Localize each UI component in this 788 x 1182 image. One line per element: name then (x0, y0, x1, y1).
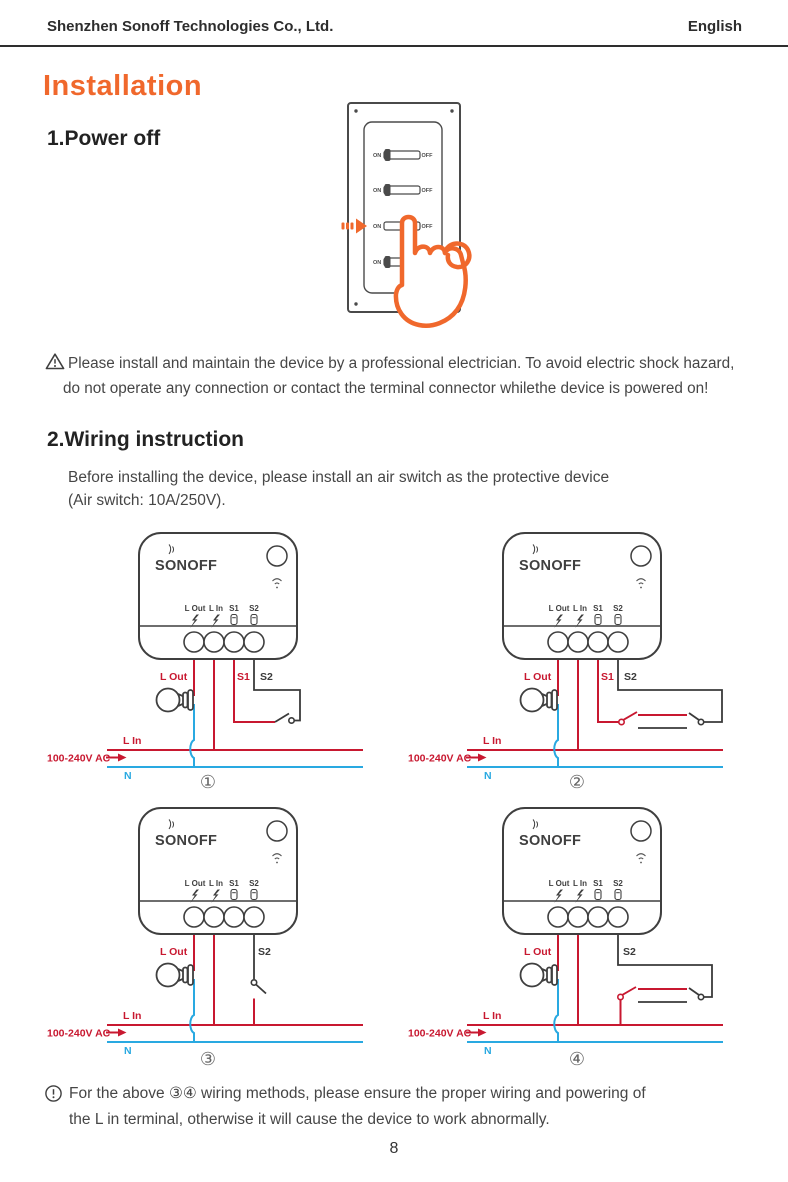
wiring-diagram-3: L Out S2 L In 100-240V AC N ③ (47, 807, 363, 1069)
svg-text:L In: L In (483, 1010, 501, 1022)
svg-text:L In: L In (123, 735, 141, 747)
pointing-hand-icon (393, 214, 472, 328)
diagram-labels: L Out S2 L In 100-240V AC N (47, 946, 271, 1057)
wiring-intro-line1: Before installing the device, please ins… (68, 469, 610, 486)
svg-text:OFF: OFF (422, 153, 434, 159)
svg-text:ON: ON (373, 188, 381, 194)
diagram-labels: L Out S1 S2 L In 100-240V AC N (47, 671, 273, 782)
svg-text:S2: S2 (623, 946, 636, 958)
screw-icon (354, 109, 358, 113)
header-divider (0, 45, 788, 47)
warning-text-line2: do not operate any connection or contact… (63, 380, 709, 397)
live-wires (466, 935, 723, 1034)
live-wires (106, 660, 363, 759)
svg-text:L In: L In (483, 735, 501, 747)
company-name: Shenzhen Sonoff Technologies Co., Ltd. (47, 18, 334, 35)
svg-text:100-240V AC: 100-240V AC (408, 1028, 472, 1040)
language-label: English (687, 18, 742, 35)
diagram-number: ① (200, 772, 216, 792)
wiring-diagram-1: SONOFF L Out L In S1 S2 (47, 532, 363, 792)
power-off-heading: 1.Power off (47, 127, 161, 150)
supply-arrow-icon (118, 753, 127, 762)
svg-text:L In: L In (123, 1010, 141, 1022)
wiring-intro-line2: (Air switch: 10A/250V). (68, 492, 226, 509)
page-title: Installation (43, 70, 203, 102)
supply-arrow-icon (478, 753, 487, 762)
svg-text:S2: S2 (260, 671, 273, 683)
svg-text:ON: ON (373, 260, 381, 266)
svg-text:L Out: L Out (524, 946, 552, 958)
breaker-knob (384, 256, 391, 268)
supply-arrow-icon (118, 1028, 127, 1037)
wiring-diagram-2: L Out S1 S2 L In 100-240V AC N ② (408, 532, 723, 792)
wall-switch (250, 935, 267, 995)
screw-icon (354, 302, 358, 306)
svg-text:100-240V AC: 100-240V AC (47, 1028, 111, 1040)
warning-triangle-icon (45, 353, 65, 370)
note-line2: the L in terminal, otherwise it will cau… (69, 1111, 550, 1128)
diagram-labels: L Out S1 S2 L In 100-240V AC N (408, 671, 637, 782)
note-line1: For the above ③④ wiring methods, please … (69, 1085, 646, 1102)
neutral-wires (107, 979, 363, 1043)
svg-text:S1: S1 (237, 671, 250, 683)
warning-text-line1: Please install and maintain the device b… (68, 355, 735, 372)
breaker-switch-on: ON OFF (373, 149, 433, 161)
svg-text:ON: ON (373, 224, 381, 230)
svg-text:100-240V AC: 100-240V AC (408, 753, 472, 765)
live-wires (466, 660, 723, 759)
svg-text:N: N (484, 770, 492, 782)
screw-icon (450, 109, 454, 113)
svg-text:100-240V AC: 100-240V AC (47, 753, 111, 765)
neutral-wires (467, 979, 723, 1043)
svg-text:L Out: L Out (160, 946, 188, 958)
svg-text:N: N (484, 1045, 492, 1057)
svg-text:N: N (124, 770, 132, 782)
svg-text:OFF: OFF (422, 188, 434, 194)
breaker-knob (384, 149, 391, 161)
breaker-knob (384, 184, 391, 196)
wall-switch-pair (617, 935, 713, 1003)
diagram-number: ④ (569, 1049, 585, 1069)
wiring-diagram-4: L Out S2 L In 100-240V AC N ④ (408, 807, 723, 1069)
svg-text:OFF: OFF (422, 224, 434, 230)
svg-text:S2: S2 (258, 946, 271, 958)
svg-text:ON: ON (373, 153, 381, 159)
live-wires (106, 935, 363, 1034)
svg-text:N: N (124, 1045, 132, 1057)
wiring-heading: 2.Wiring instruction (47, 428, 244, 451)
diagram-number: ③ (200, 1049, 216, 1069)
wall-switch (253, 660, 301, 725)
supply-arrow-icon (478, 1028, 487, 1037)
svg-text:L Out: L Out (524, 671, 552, 683)
page-number: 8 (389, 1140, 399, 1157)
breaker-switch-on: ON OFF (373, 184, 433, 196)
svg-text:S1: S1 (601, 671, 614, 683)
diagram-number: ② (569, 772, 585, 792)
exclamation-circle-icon (45, 1085, 62, 1102)
power-off-illustration: ON OFF ON OFF ON OFF ON (341, 102, 472, 328)
push-arrow-icon (341, 218, 367, 234)
svg-text:S2: S2 (624, 671, 637, 683)
neutral-wires (107, 704, 363, 768)
diagram-labels: L Out S2 L In 100-240V AC N (408, 946, 636, 1057)
neutral-wires (467, 704, 723, 768)
svg-text:L Out: L Out (160, 671, 188, 683)
wall-switch-pair (617, 660, 723, 729)
